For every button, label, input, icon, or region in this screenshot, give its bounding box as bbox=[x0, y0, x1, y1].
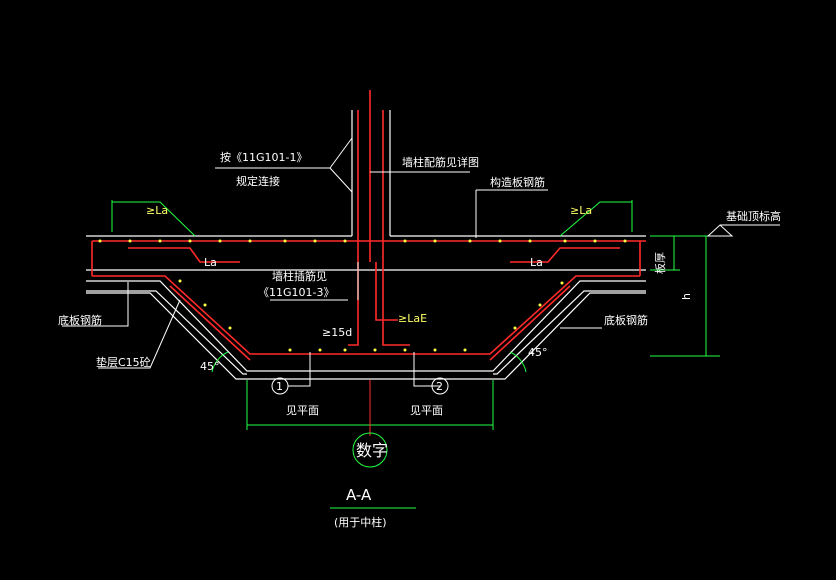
leader-lines bbox=[62, 137, 602, 387]
label-digit: 数字 bbox=[356, 441, 388, 460]
marker-2-circle bbox=[431, 377, 449, 395]
label-bottom-rebar-right: 底板钢筋 bbox=[604, 313, 648, 327]
label-see-plan-2: 见平面 bbox=[410, 404, 443, 417]
leader-cushion bbox=[98, 299, 181, 369]
label-marker-2: 2 bbox=[436, 380, 443, 393]
cushion-layer bbox=[86, 292, 646, 380]
h-dim bbox=[650, 236, 720, 357]
bottom-rebar bbox=[92, 275, 640, 355]
label-angle-left: 45° bbox=[200, 360, 220, 373]
label-connect-ref-2: 规定连接 bbox=[236, 174, 280, 188]
label-dowel-1: 墙柱插筋见 bbox=[272, 269, 327, 283]
marker-circles bbox=[271, 377, 449, 468]
label-lae-right: ≥La bbox=[570, 204, 592, 217]
label-wall-col-rebar: 墙柱配筋见详图 bbox=[402, 155, 479, 169]
label-foundation-top: 基础顶标高 bbox=[726, 209, 781, 223]
slab-bottom-left bbox=[86, 280, 646, 372]
angle-arc-right bbox=[509, 351, 527, 373]
la-dim-right bbox=[559, 200, 633, 237]
label-min-lae: ≥LaE bbox=[398, 312, 427, 325]
leader-structural bbox=[475, 189, 548, 238]
label-connect-ref-1: 按《11G101-1》 bbox=[220, 150, 307, 164]
label-marker-1: 1 bbox=[276, 380, 283, 393]
label-h: h bbox=[680, 293, 693, 300]
label-section-note: (用于中柱) bbox=[334, 515, 387, 529]
slope-rebar-right bbox=[489, 285, 571, 361]
leader-marker-1 bbox=[288, 352, 311, 387]
dimension-lines bbox=[111, 200, 720, 509]
label-la-right: La bbox=[530, 256, 543, 269]
label-structural-rebar: 构造板钢筋 bbox=[490, 175, 545, 189]
marker-1-circle bbox=[271, 377, 289, 395]
digit-circle bbox=[352, 432, 388, 468]
dowel-right bbox=[375, 262, 398, 321]
label-slab-thickness: 板厚 bbox=[653, 252, 667, 274]
level-symbol bbox=[706, 224, 780, 237]
rebar-dots bbox=[98, 239, 627, 352]
cushion-bottom-right bbox=[493, 290, 646, 375]
leader-dowel bbox=[270, 262, 359, 301]
label-dowel-2: 《11G101-3》 bbox=[258, 286, 334, 299]
slope-rebar-left bbox=[169, 285, 251, 361]
la-rebar-left bbox=[128, 247, 240, 263]
label-bottom-rebar-left: 底板钢筋 bbox=[58, 313, 102, 327]
label-cushion: 垫层C15砼 bbox=[96, 355, 151, 369]
concrete-outline bbox=[86, 110, 646, 380]
label-angle-right: 45° bbox=[528, 346, 548, 359]
column-rebar-right bbox=[382, 110, 410, 346]
leader-connect bbox=[215, 137, 353, 193]
label-lae-left: ≥La bbox=[146, 204, 168, 217]
rebar-lines bbox=[91, 90, 646, 361]
la-dim-left bbox=[111, 200, 196, 237]
leader-bottom-left bbox=[62, 282, 129, 327]
column-rebar-left bbox=[348, 110, 359, 346]
label-section-title: A-A bbox=[346, 486, 372, 504]
leader-marker-2 bbox=[413, 352, 440, 387]
label-min-15d: ≥15d bbox=[322, 326, 352, 339]
angle-arc-left bbox=[211, 351, 229, 373]
label-see-plan-1: 见平面 bbox=[286, 404, 319, 417]
label-la-left: La bbox=[204, 256, 217, 269]
la-rebar-right bbox=[510, 247, 620, 263]
cushion-bottom bbox=[86, 290, 247, 375]
